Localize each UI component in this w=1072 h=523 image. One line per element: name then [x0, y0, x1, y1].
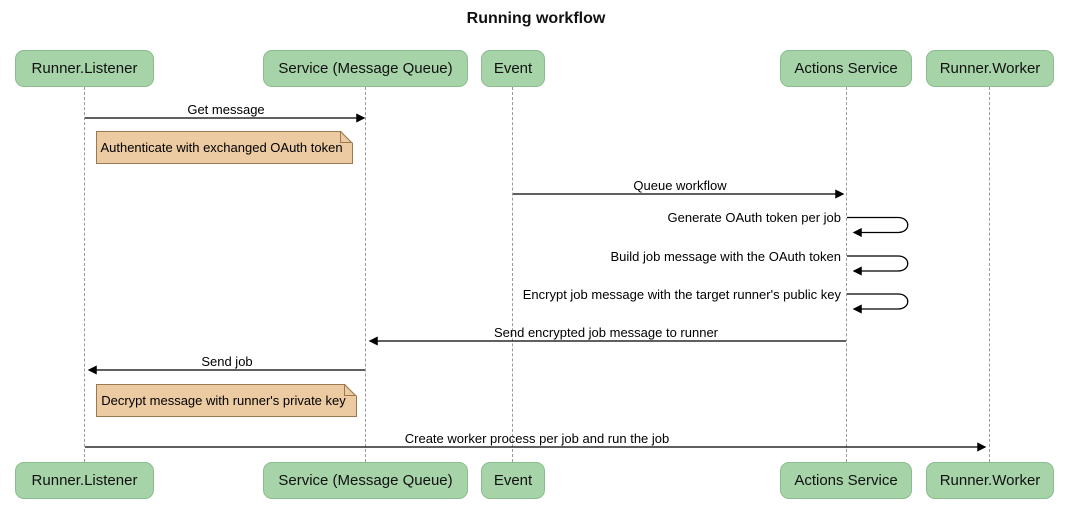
actor-label: Event — [493, 60, 533, 77]
diagram-title: Running workflow — [466, 10, 606, 27]
note-text: Authenticate with exchanged OAuth token — [100, 140, 343, 155]
actor-label: Actions Service — [794, 60, 898, 77]
message-label-get-message: Get message — [187, 102, 265, 117]
actor-label: Runner.Worker — [939, 60, 1041, 77]
message-label-queue-workflow: Queue workflow — [633, 178, 727, 193]
message-label-send-job: Send job — [201, 354, 253, 369]
actor-bottom-runner-listener: Runner.Listener — [15, 462, 154, 499]
arrow-self-build-job-message — [847, 255, 909, 276]
actor-bottom-actions-service: Actions Service — [780, 462, 912, 499]
message-label-build-job-message: Build job message with the OAuth token — [610, 249, 841, 264]
lifeline-runner-worker — [989, 87, 990, 462]
actor-label: Runner.Worker — [939, 472, 1041, 489]
actor-bottom-event: Event — [481, 462, 545, 499]
lifeline-actions-service — [846, 87, 847, 462]
actor-label: Service (Message Queue) — [278, 472, 453, 489]
actor-top-actions-service: Actions Service — [780, 50, 912, 87]
arrow-self-encrypt-job-message — [847, 293, 909, 314]
note-authenticate-oauth: Authenticate with exchanged OAuth token — [96, 131, 353, 164]
actor-bottom-service-message-queue: Service (Message Queue) — [263, 462, 468, 499]
actor-top-runner-listener: Runner.Listener — [15, 50, 154, 87]
actor-bottom-runner-worker: Runner.Worker — [926, 462, 1054, 499]
message-label-send-encrypted-job-message: Send encrypted job message to runner — [493, 325, 719, 340]
message-label-create-worker-process: Create worker process per job and run th… — [404, 431, 670, 446]
note-fold-icon — [344, 384, 357, 396]
note-fold-icon — [340, 131, 353, 143]
actor-top-event: Event — [481, 50, 545, 87]
actor-label: Event — [493, 472, 533, 489]
message-label-generate-oauth-token: Generate OAuth token per job — [667, 210, 841, 225]
actor-label: Actions Service — [794, 472, 898, 489]
lifeline-event — [512, 87, 513, 462]
lifeline-runner-listener — [84, 87, 85, 462]
message-label-encrypt-job-message: Encrypt job message with the target runn… — [522, 287, 841, 302]
actor-top-service-message-queue: Service (Message Queue) — [263, 50, 468, 87]
actor-label: Runner.Listener — [31, 472, 138, 489]
arrow-self-generate-oauth-token — [847, 216, 909, 238]
lifeline-service-message-queue — [365, 87, 366, 462]
actor-label: Service (Message Queue) — [278, 60, 453, 77]
actor-label: Runner.Listener — [31, 60, 138, 77]
note-text: Decrypt message with runner's private ke… — [101, 393, 346, 408]
actor-top-runner-worker: Runner.Worker — [926, 50, 1054, 87]
note-decrypt-private-key: Decrypt message with runner's private ke… — [96, 384, 357, 417]
